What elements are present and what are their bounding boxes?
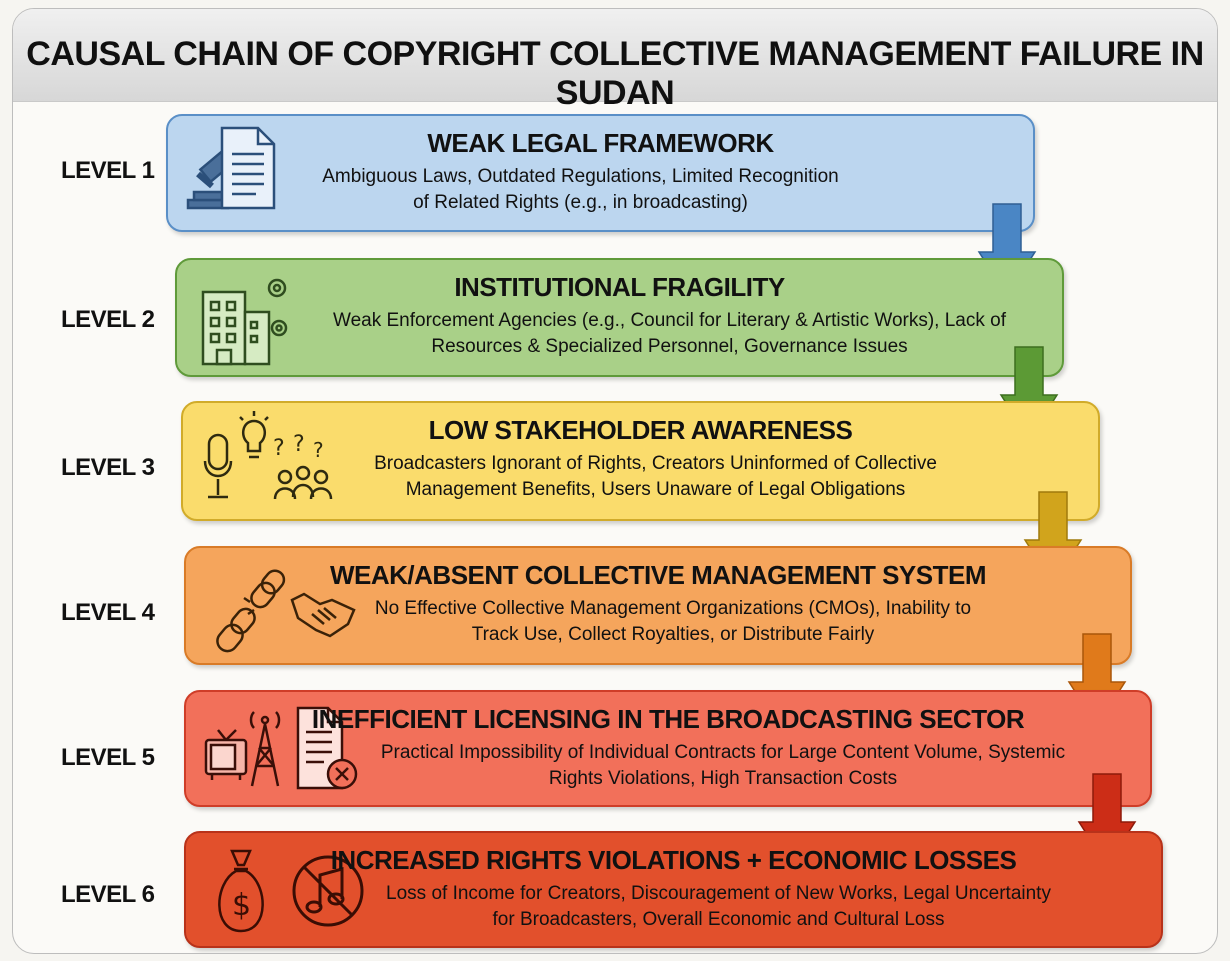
level-1-label: LEVEL 1: [61, 157, 155, 184]
level-4-box: WEAK/ABSENT COLLECTIVE MANAGEMENT SYSTEM…: [184, 546, 1132, 665]
level-6-box: $ INCREASED RIGHTS VIOLATIONS + ECONOMIC…: [184, 831, 1163, 948]
level-5-heading: INEFFICIENT LICENSING IN THE BROADCASTIN…: [311, 704, 1025, 734]
level-5-box: INEFFICIENT LICENSING IN THE BROADCASTIN…: [184, 690, 1152, 807]
level-5-label: LEVEL 5: [61, 744, 155, 771]
level-1-heading: WEAK LEGAL FRAMEWORK: [427, 128, 774, 158]
level-3-label: LEVEL 3: [61, 454, 155, 481]
lightbulb-icon: [237, 411, 271, 472]
level-6-description: Loss of Income for Creators, Discouragem…: [386, 883, 1051, 930]
gear-icon: [263, 274, 293, 351]
diagram-title: CAUSAL CHAIN OF COPYRIGHT COLLECTIVE MAN…: [26, 35, 1204, 112]
level-4-label: LEVEL 4: [61, 599, 155, 626]
level-2-box: INSTITUTIONAL FRAGILITY Weak Enforcement…: [175, 258, 1064, 377]
level-2-description: Weak Enforcement Agencies (e.g., Council…: [332, 310, 1006, 357]
building-icon: [199, 272, 273, 373]
broken-chain-icon: [214, 569, 286, 661]
svg-text:?: ?: [293, 432, 305, 457]
level-2-label: LEVEL 2: [61, 306, 155, 333]
people-icon: ? ? ?: [271, 432, 333, 514]
rejected-contract-icon: [296, 706, 360, 797]
level-2-heading: INSTITUTIONAL FRAGILITY: [454, 272, 785, 302]
tv-icon: [204, 728, 248, 789]
level-6-label: LEVEL 6: [61, 881, 155, 908]
handshake-icon: [290, 590, 356, 647]
level-3-heading: LOW STAKEHOLDER AWARENESS: [428, 415, 853, 445]
level-3-box: ? ? ? LOW STAKEHOLDER AWARENESS Broadcas…: [181, 401, 1100, 521]
document-icon: [218, 124, 278, 217]
level-1-description: Ambiguous Laws, Outdated Regulations, Li…: [322, 166, 839, 213]
no-music-icon: [290, 853, 366, 934]
diagram-frame: CAUSAL CHAIN OF COPYRIGHT COLLECTIVE MAN…: [12, 8, 1218, 954]
title-bar: CAUSAL CHAIN OF COPYRIGHT COLLECTIVE MAN…: [13, 9, 1217, 112]
level-4-description: No Effective Collective Management Organ…: [374, 598, 972, 645]
level-5-description: Practical Impossibility of Individual Co…: [380, 742, 1066, 789]
level-1-box: WEAK LEGAL FRAMEWORK Ambiguous Laws, Out…: [166, 114, 1035, 232]
microphone-icon: [203, 431, 233, 512]
level-4-heading: WEAK/ABSENT COLLECTIVE MANAGEMENT SYSTEM: [329, 560, 987, 590]
level-3-description: Broadcasters Ignorant of Rights, Creator…: [374, 453, 937, 500]
svg-text:?: ?: [273, 436, 285, 461]
money-bag-icon: $: [210, 847, 272, 940]
svg-text:?: ?: [313, 438, 324, 462]
level-6-heading: INCREASED RIGHTS VIOLATIONS + ECONOMIC L…: [330, 845, 1017, 875]
svg-text:$: $: [232, 888, 251, 923]
radio-tower-icon: [246, 706, 284, 793]
